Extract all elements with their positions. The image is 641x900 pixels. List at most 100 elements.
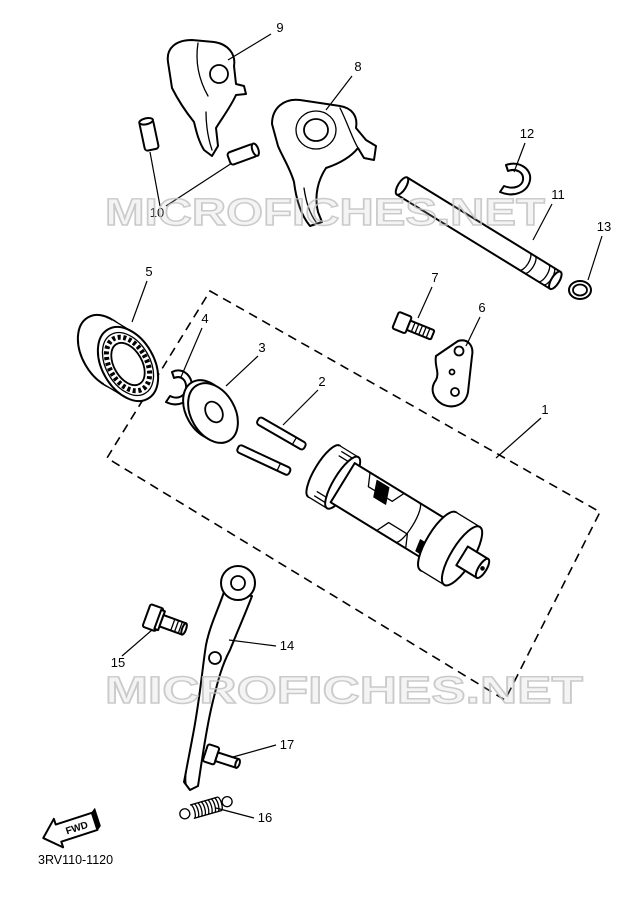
part-13-ring [568,280,592,300]
leader-line-14 [228,639,277,647]
callout-17: 17 [280,737,294,752]
part-6-hole-middle [448,368,456,376]
part-2-pin-upper-body [256,416,307,451]
part-10-pin-right-cap [250,142,260,157]
leader-line-6 [465,316,481,347]
part-2-pin-lower [236,444,292,476]
part-5-bearing [76,314,160,402]
part-2-pin-lower-step [276,462,282,472]
part-11-groove-3 [537,263,551,283]
part-15-bolt [141,603,188,636]
part-16-coils [189,796,223,819]
callout-4: 4 [201,311,208,326]
part-1-body-ring [394,502,422,543]
part-1-left-flange-edges [307,444,359,509]
leader-line-8 [325,75,353,111]
part-1-cam-groove-lower [376,521,409,549]
callout-1: 1 [541,402,548,417]
part-10-pin-left-cap [138,117,154,126]
part-1-cam-groove-upper [367,471,405,502]
part-2-pin-upper [256,416,307,451]
part-13-ring-inner [572,283,588,297]
part-17-bolt-end [234,758,241,769]
part-10-pin-left [138,117,160,152]
callout-13: 13 [597,219,611,234]
watermark-top: MICROFICHES.NET [105,192,545,234]
leader-line-3 [225,355,259,387]
leader-line-10b [165,162,233,207]
part-14-roller-hole [230,575,246,591]
part-11-groove-2 [523,255,537,275]
leader-line-16 [215,807,255,819]
leader-line-9 [227,33,272,61]
part-6-plate [431,339,474,408]
leader-line-2 [282,389,319,426]
leader-line-17 [232,744,277,758]
callout-10: 10 [150,205,164,220]
part-11-groove-1 [518,252,532,271]
leader-line-7 [417,286,433,319]
callout-2: 2 [318,374,325,389]
part-1-shift-drum [305,444,491,587]
callout-14: 14 [280,638,294,653]
part-1-shaft-center-dot [480,566,485,571]
callout-16: 16 [258,810,272,825]
part-1-cam-slot [373,479,390,505]
leader-line-11 [532,203,553,241]
part-14-lever-arm [183,591,253,791]
part-11-shaft [394,176,563,291]
part-8-tine-line [303,187,317,223]
part-9-shift-fork [166,39,247,157]
part-8-bore-hole [303,118,329,142]
part-8-arm-line [339,107,359,149]
part-5-bore [110,341,146,387]
part-12-clip [499,162,532,196]
part-7-bolt-threads [410,321,431,339]
callout-5: 5 [145,264,152,279]
callout-15: 15 [111,655,125,670]
part-6-hole-top [453,345,465,357]
forward-arrow-side [91,808,101,831]
callout-3: 3 [258,340,265,355]
part-9-tine-line [205,111,213,151]
watermark-bottom: MICROFICHES.NET [105,670,583,712]
diagram-code: 3RV110-1120 [38,853,113,867]
part-16-spring [179,796,233,820]
callout-12: 12 [520,126,534,141]
part-8-shift-fork [271,98,377,227]
leader-line-12 [513,142,526,173]
part-3-washer-hole [204,400,224,424]
leader-line-15 [121,629,153,657]
part-1-right-flange-side [420,512,480,585]
leader-line-5 [131,280,148,323]
part-7-bolt [391,311,436,341]
part-3-washer [182,379,239,444]
part-1-left-flange-side [308,445,359,509]
part-14-hook-line [184,759,189,785]
forward-arrow: FWD [42,808,101,849]
callout-11: 11 [551,187,565,202]
part-15-bolt-end [180,622,188,636]
part-1-left-flange-teeth [313,451,353,503]
part-11-shaft-end-left [394,176,410,196]
callout-9: 9 [276,20,283,35]
part-14-pivot-hole [208,651,222,665]
callout-7: 7 [431,270,438,285]
leader-line-10a [149,151,161,207]
part-17-bolt [202,743,241,769]
callout-numbers: 1 2 3 4 5 6 7 8 9 10 11 12 13 14 15 16 1… [111,20,611,825]
part-11-shaft-end-right [548,270,563,291]
callout-6: 6 [478,300,485,315]
part-5-rollers [103,334,153,394]
part-2-pin-upper-step [291,436,298,446]
part-1-right-flange-edges [419,511,481,586]
part-8-boss-ring [295,110,337,150]
part-9-edge-line [196,42,209,97]
part-9-bore-hole [209,64,229,84]
leader-lines [121,33,603,819]
part-16-hook-right [221,796,233,808]
assembly-boundary-dashed [105,289,602,702]
callout-8: 8 [354,59,361,74]
part-9-body [166,39,247,157]
